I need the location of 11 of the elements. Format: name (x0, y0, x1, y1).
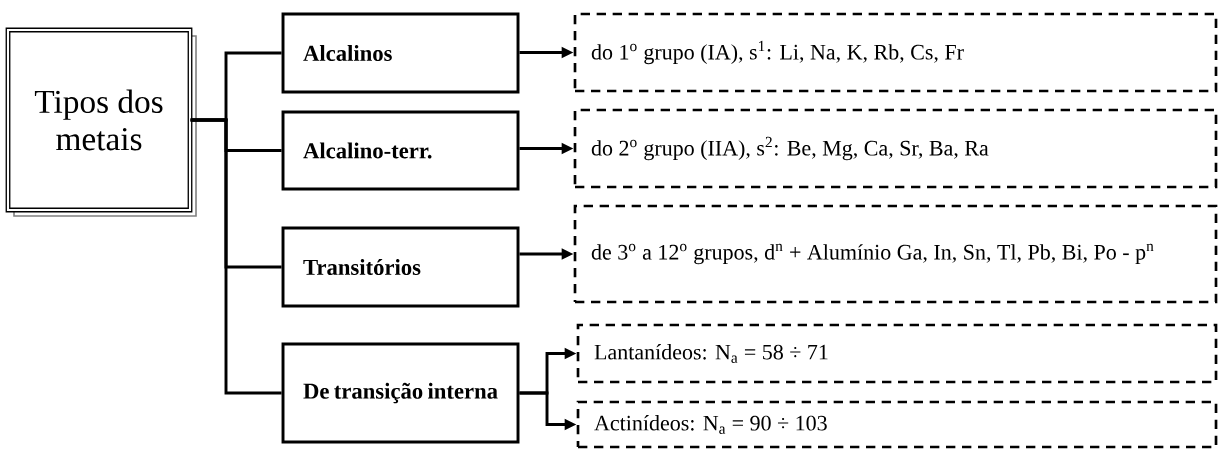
description-box: Lantanídeos: N$_{a}$ = 58 ÷ 71 (576, 323, 1218, 384)
description-box: do 1$^{o}$ grupo (IA), s$^{1}$: Li, Na, K, Rb, Cs, Fr (573, 12, 1218, 93)
connector (190, 118, 282, 395)
category-box: De transição interna (281, 342, 520, 444)
category-box: Alcalinos (281, 12, 520, 94)
category-box: Transitórios (281, 226, 520, 308)
category-box: Alcalino-terr. (281, 110, 520, 191)
description-box: Actinídeos: N$_{a}$ = 90 ÷ 103 (576, 400, 1218, 449)
description-box: de 3$^{o}$ a 12$^{o}$ grupos, d$^{n}$ + Alumínio Ga, In, Sn, Tl, Pb, Bi, Po - p$^{n}$ (573, 204, 1218, 304)
description-box: do 2$^{o}$ grupo (IIA), s$^{2}$: Be, Mg, Ca, Sr, Ba, Ra (573, 108, 1218, 189)
title-box: Tipos dos metais (5, 27, 197, 217)
